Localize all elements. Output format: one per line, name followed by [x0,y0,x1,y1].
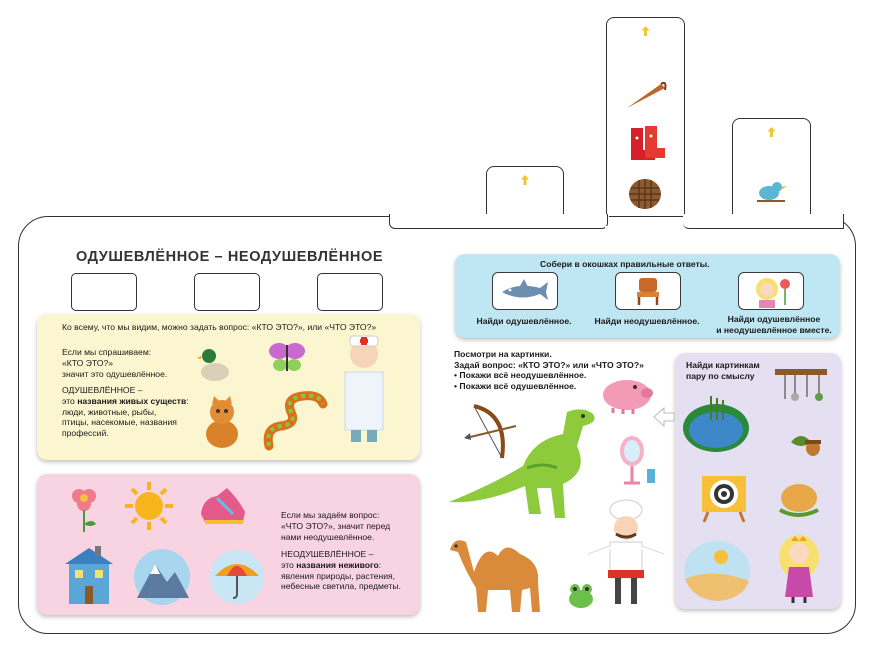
pull-arrow-icon [521,175,529,185]
middle-instructions: Посмотри на картинки. Задай вопрос: «КТО… [454,349,644,391]
bold-term: названия неживого [296,559,379,570]
text-fragment: : [186,395,189,406]
snake-icon [263,391,328,451]
text-line: люди, животные, рыбы, [62,406,157,417]
duck-icon [197,349,229,381]
utensils-icon [775,369,827,401]
answer-box-3[interactable] [317,273,383,311]
collect-title: Собери в окошках правильные ответы. [540,259,710,269]
text-line: это названия живых существ: [62,396,222,407]
inanimate-paragraph-2: НЕОДУШЕВЛЁННОЕ – это названия неживого: … [281,549,401,592]
text-line: «ЧТО ЭТО?», значит перед [281,520,391,531]
text-fragment: : [378,559,382,570]
shark-icon [502,279,548,300]
target-icon [702,476,746,523]
acorn-icon [791,436,821,456]
text-line: Найди картинкам [686,360,760,370]
window-inanimate[interactable] [615,272,681,310]
flower-icon [72,489,96,532]
animate-paragraph-1: Если мы спрашиваем: «КТО ЭТО?» значит эт… [62,347,167,379]
animate-paragraph-2: ОДУШЕВЛЁННОЕ – это названия живых сущест… [62,385,222,439]
house-icon [65,546,113,604]
girl-icon [756,278,790,308]
doctor-icon [344,335,384,442]
pull-arrow-icon [641,26,650,36]
umbrella-closed-icon [627,81,667,108]
window-both[interactable] [738,272,804,310]
answer-box-2[interactable] [194,273,260,311]
pond-icon [683,396,749,452]
mountains-icon [134,549,190,605]
slot-cover [605,226,684,230]
animate-panel: Ко всему, что мы видим, можно задать воп… [37,314,420,460]
answer-box-1[interactable] [71,273,137,311]
window-animate[interactable] [492,272,558,310]
caption-both-1: Найди одушевлённое [727,314,821,324]
text-line: значит это одушевлённое. [62,368,168,379]
cat-icon [206,396,238,448]
text-line: нами неодушевлённое. [281,531,375,542]
pull-arrow-icon [767,127,776,137]
pig-icon [603,380,653,414]
text-line: это названия неживого: [281,560,401,571]
text-line: ОДУШЕВЛЁННОЕ – [62,385,143,395]
umbrella-icon [210,550,264,604]
text-line: • Покажи всё одушевлённое. [454,380,577,391]
text-line: «КТО ЭТО?» [62,357,114,368]
sneaker-icon [201,488,245,524]
text-line: пару по смыслу [686,370,755,381]
caption-animate: Найди одушевлённое. [476,316,572,326]
board-notch [486,214,563,246]
text-line: • Покажи всё неодушевлённое. [454,370,587,380]
answer-tab-2[interactable] [606,17,685,247]
bold-term: названия живых существ [77,395,187,406]
desert-icon [684,541,750,601]
butterfly-icon [269,343,305,371]
princess-icon [779,535,819,603]
notch-edge [389,214,608,229]
text-line: Задай вопрос: «КТО ЭТО?» или «ЧТО ЭТО?» [454,359,644,370]
text-line: профессий. [62,428,109,439]
text-fragment: это [281,559,297,570]
bird-icon [757,182,787,202]
animate-question: Ко всему, что мы видим, можно задать воп… [62,322,377,332]
frog-icon [569,584,593,608]
boots-icon [631,126,665,160]
cone-icon [629,179,661,209]
caption-inanimate: Найди неодушевлённое. [594,316,700,326]
chef-icon [586,499,666,604]
text-line: Если мы задаём вопрос: [281,510,380,520]
page-title: ОДУШЕВЛЁННОЕ – НЕОДУШЕВЛЁННОЕ [76,249,384,265]
text-line: НЕОДУШЕВЛЁННОЕ – [281,549,374,559]
text-fragment: это [62,395,78,406]
arrow-left-icon [653,406,675,428]
caption-both-2: и неодушевлённое вместе. [716,325,832,335]
camel-icon [450,540,540,612]
text-line: птицы, насекомые, названия [62,417,177,428]
potato-icon [779,484,819,517]
chair-icon [637,278,659,305]
text-line: Посмотри на картинки. [454,349,552,359]
inanimate-panel: Если мы задаём вопрос: «ЧТО ЭТО?», значи… [37,474,420,615]
inanimate-paragraph-1: Если мы задаём вопрос: «ЧТО ЭТО?», значи… [281,510,390,542]
sun-icon [125,482,173,530]
notch-edge [683,214,844,229]
text-line: явления природы, растения, [281,570,396,581]
text-line: Если мы спрашиваем: [62,347,152,357]
mirror-icon [620,436,655,485]
pairs-title: Найди картинкам пару по смыслу [686,360,760,381]
text-line: небесные светила, предметы. [281,581,401,592]
dinosaur-icon [449,409,595,518]
bow-arrow-icon [464,404,517,459]
